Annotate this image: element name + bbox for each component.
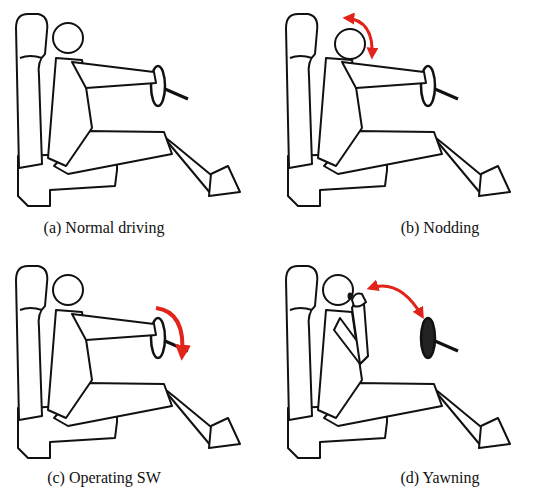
driver-arm (72, 62, 156, 88)
hand (352, 294, 366, 307)
panel-caption: (d) Yawning (400, 468, 479, 487)
driver-head (335, 29, 365, 59)
panel-caption: (a) Normal driving (44, 218, 165, 237)
panel-caption: (c) Operating SW (47, 468, 161, 487)
yawn-arrow (370, 286, 422, 316)
normal-driving-figure (16, 14, 240, 206)
driver-head (323, 275, 353, 305)
driver-arm (72, 314, 156, 340)
operating-sw-figure (16, 266, 240, 458)
driver-head (53, 275, 83, 305)
nodding-figure (286, 14, 510, 206)
nod-arrow (346, 18, 372, 56)
car-seat (16, 14, 117, 206)
steering-wheel (421, 66, 458, 106)
steering-arrow (156, 308, 182, 356)
car-seat (286, 266, 387, 458)
forearm (352, 300, 368, 364)
car-seat (286, 14, 387, 206)
driver-head (53, 23, 83, 53)
driver-arm (342, 62, 426, 88)
steering-wheel (421, 318, 435, 358)
steering-wheel (151, 66, 188, 106)
panel-caption: (b) Nodding (401, 218, 480, 237)
car-seat (16, 266, 117, 458)
yawning-figure (286, 266, 510, 458)
